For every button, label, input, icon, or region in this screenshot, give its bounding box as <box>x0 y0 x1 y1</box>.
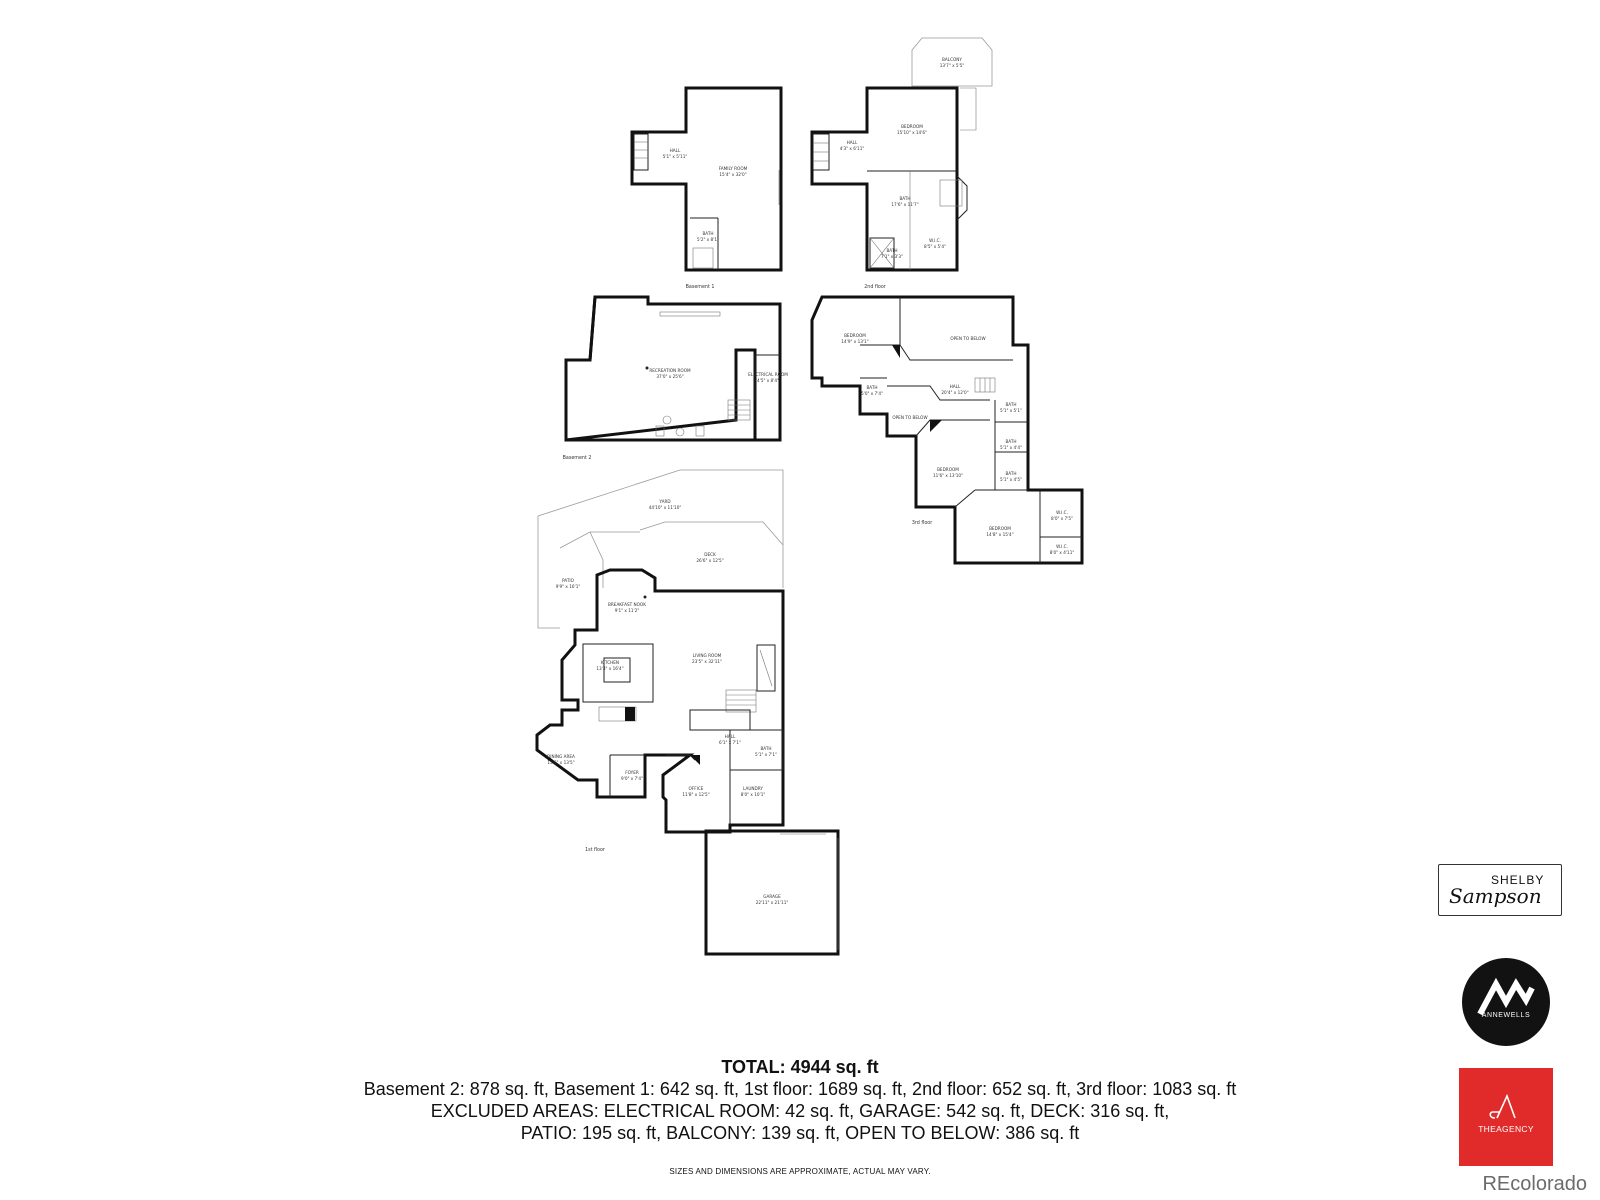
f2-hall-name: HALL <box>847 140 858 145</box>
f1-office-dims: 11'8" x 12'5" <box>682 792 709 797</box>
f1-yard-dims: 44'10" x 11'10" <box>649 505 682 510</box>
f1-garage-name: GARAGE <box>763 894 781 899</box>
f1-dining-dims: 13'6" x 13'5" <box>547 760 574 765</box>
first-floor-plan: YARD 44'10" x 11'10" DECK 26'6" x 12'5" … <box>535 469 840 956</box>
basement-1-plan: HALL 5'1" x 5'11" FAMILY ROOM 15'4" x 32… <box>630 86 783 290</box>
f1-kitchen-dims: 13'3" x 16'4" <box>596 666 623 671</box>
f3-bedroom-c-dims: 14'8" x 15'4" <box>986 532 1013 537</box>
f3-bedroom-a-dims: 14'9" x 13'1" <box>841 339 868 344</box>
f1-breakfast-name: BREAKFAST NOOK <box>608 602 646 607</box>
b1-hall-name: HALL <box>670 148 681 153</box>
shelby-logo-top: SHELBY <box>1491 873 1545 887</box>
basement-1-label: Basement 1 <box>686 284 715 290</box>
f1-living-name: LIVING ROOM <box>693 653 722 658</box>
the-agency-logo: THEAGENCY <box>1459 1068 1553 1166</box>
f1-foyer-name: FOYER <box>625 770 639 775</box>
f3-bath-c-name: BATH <box>1005 439 1016 444</box>
f1-living-dims: 23'5" x 32'11" <box>692 659 722 664</box>
b1-bath-dims: 5'2" x 8'1" <box>697 237 719 242</box>
agency-text: THEAGENCY <box>1478 1124 1534 1134</box>
f3-bedroom-c-name: BEDROOM <box>989 526 1011 531</box>
f3-open-a-name: OPEN TO BELOW <box>950 336 985 341</box>
annewells-text: ANNEWELLS <box>1481 1012 1531 1019</box>
f1-patio-name: PATIO <box>562 578 575 583</box>
annewells-logo: ANNEWELLS <box>1462 958 1550 1046</box>
disclaimer: SIZES AND DIMENSIONS ARE APPROXIMATE, AC… <box>669 1167 931 1176</box>
b1-family-name: FAMILY ROOM <box>719 166 748 171</box>
f1-breakfast-dims: 9'1" x 11'2" <box>615 608 640 613</box>
floor-plan: HALL 5'1" x 5'11" FAMILY ROOM 15'4" x 32… <box>535 37 1084 956</box>
agency-a-icon <box>1489 1093 1516 1119</box>
area-summary: TOTAL: 4944 sq. ft Basement 2: 878 sq. f… <box>300 1056 1300 1144</box>
f3-bath-b-name: BATH <box>1005 402 1016 407</box>
shelby-logo-script: Sampson <box>1449 884 1542 908</box>
f2-balcony-name: BALCONY <box>942 57 962 62</box>
b1-bath-name: BATH <box>702 231 713 236</box>
second-floor-label: 2nd floor <box>864 284 886 290</box>
f3-bath-a-dims: 5'0" x 7'4" <box>861 391 883 396</box>
third-floor-plan: BEDROOM 14'9" x 13'1" OPEN TO BELOW HALL… <box>810 295 1084 565</box>
f3-wic-b-name: W.I.C. <box>1056 544 1068 549</box>
f1-hall-dims: 6'1" x 7'1" <box>719 740 741 745</box>
total-area: TOTAL: 4944 sq. ft <box>721 1057 879 1077</box>
f2-bath-small-name: BATH <box>886 248 897 253</box>
f3-bedroom-b-dims: 11'6" x 13'10" <box>933 473 963 478</box>
f2-bath-name: BATH <box>899 196 910 201</box>
floor-areas: Basement 2: 878 sq. ft, Basement 1: 642 … <box>363 1079 1237 1099</box>
f2-balcony-dims: 13'7" x 5'5" <box>940 63 965 68</box>
f1-garage-dims: 22'11" x 21'11" <box>756 900 789 905</box>
excluded-areas-2: PATIO: 195 sq. ft, BALCONY: 139 sq. ft, … <box>520 1123 1080 1143</box>
recolorado-watermark: REcolorado <box>1482 1173 1587 1195</box>
f1-laundry-name: LAUNDRY <box>743 786 763 791</box>
f3-hall-name: HALL <box>950 384 961 389</box>
f2-bedroom-dims: 15'10" x 14'6" <box>897 130 927 135</box>
third-floor-label: 3rd floor <box>912 520 932 526</box>
f3-hall-dims: 20'4" x 12'0" <box>941 390 968 395</box>
f1-hall-name: HALL <box>725 734 736 739</box>
f3-bedroom-b-name: BEDROOM <box>937 467 959 472</box>
f2-bath-small-dims: 7'1" x 3'3" <box>881 254 903 259</box>
f1-office-name: OFFICE <box>689 786 704 791</box>
b2-electrical-dims: 4'5" x 8'4" <box>757 378 779 383</box>
f1-bath-dims: 5'1" x 7'1" <box>755 752 777 757</box>
f2-wic-dims: 8'5" x 5'4" <box>924 244 946 249</box>
f1-kitchen-name: KITCHEN <box>601 660 619 665</box>
second-floor-plan: BALCONY 13'7" x 5'5" HALL 4'3" x 6'11" B… <box>810 37 993 290</box>
excluded-areas-1: EXCLUDED AREAS: ELECTRICAL ROOM: 42 sq. … <box>430 1101 1170 1121</box>
f2-bath-dims: 17'6" x 11'7" <box>891 202 918 207</box>
f3-wic-a-name: W.I.C. <box>1056 510 1068 515</box>
b2-recreation-name: RECREATION ROOM <box>649 368 691 373</box>
f3-wic-a-dims: 8'0" x 7'5" <box>1051 516 1073 521</box>
f1-laundry-dims: 8'0" x 10'1" <box>741 792 766 797</box>
f3-bath-d-dims: 5'1" x 4'5" <box>1000 477 1022 482</box>
f3-bedroom-a-name: BEDROOM <box>844 333 866 338</box>
f2-hall-dims: 4'3" x 6'11" <box>840 146 865 151</box>
basement-2-plan: RECREATION ROOM 37'0" x 25'6" ELECTRICAL… <box>563 295 788 461</box>
first-floor-label: 1st floor <box>585 847 605 853</box>
f3-bath-b-dims: 5'1" x 5'1" <box>1000 408 1022 413</box>
f2-bedroom-name: BEDROOM <box>901 124 923 129</box>
shelby-sampson-logo: SHELBY Sampson <box>1438 864 1562 916</box>
basement-2-label: Basement 2 <box>563 455 592 461</box>
b2-electrical-name: ELECTRICAL ROOM <box>748 372 788 377</box>
f1-deck-dims: 26'6" x 12'5" <box>696 558 723 563</box>
annewells-mark-icon <box>1477 977 1535 1016</box>
f1-bath-name: BATH <box>760 746 771 751</box>
f1-patio-dims: 9'9" x 16'1" <box>556 584 581 589</box>
f3-bath-c-dims: 5'1" x 4'4" <box>1000 445 1022 450</box>
f3-open-b-name: OPEN TO BELOW <box>892 415 927 420</box>
b1-family-dims: 15'4" x 32'0" <box>719 172 746 177</box>
b1-hall-dims: 5'1" x 5'11" <box>663 154 688 159</box>
f3-bath-d-name: BATH <box>1005 471 1016 476</box>
f3-bath-a-name: BATH <box>866 385 877 390</box>
f1-yard-name: YARD <box>658 499 670 504</box>
f1-foyer-dims: 9'0" x 7'4" <box>621 776 643 781</box>
f2-wic-name: W.I.C. <box>929 238 941 243</box>
f1-dining-name: DINING AREA <box>547 754 575 759</box>
b2-recreation-dims: 37'0" x 25'6" <box>656 374 683 379</box>
f3-wic-b-dims: 8'0" x 4'11" <box>1050 550 1075 555</box>
f1-deck-name: DECK <box>704 552 716 557</box>
